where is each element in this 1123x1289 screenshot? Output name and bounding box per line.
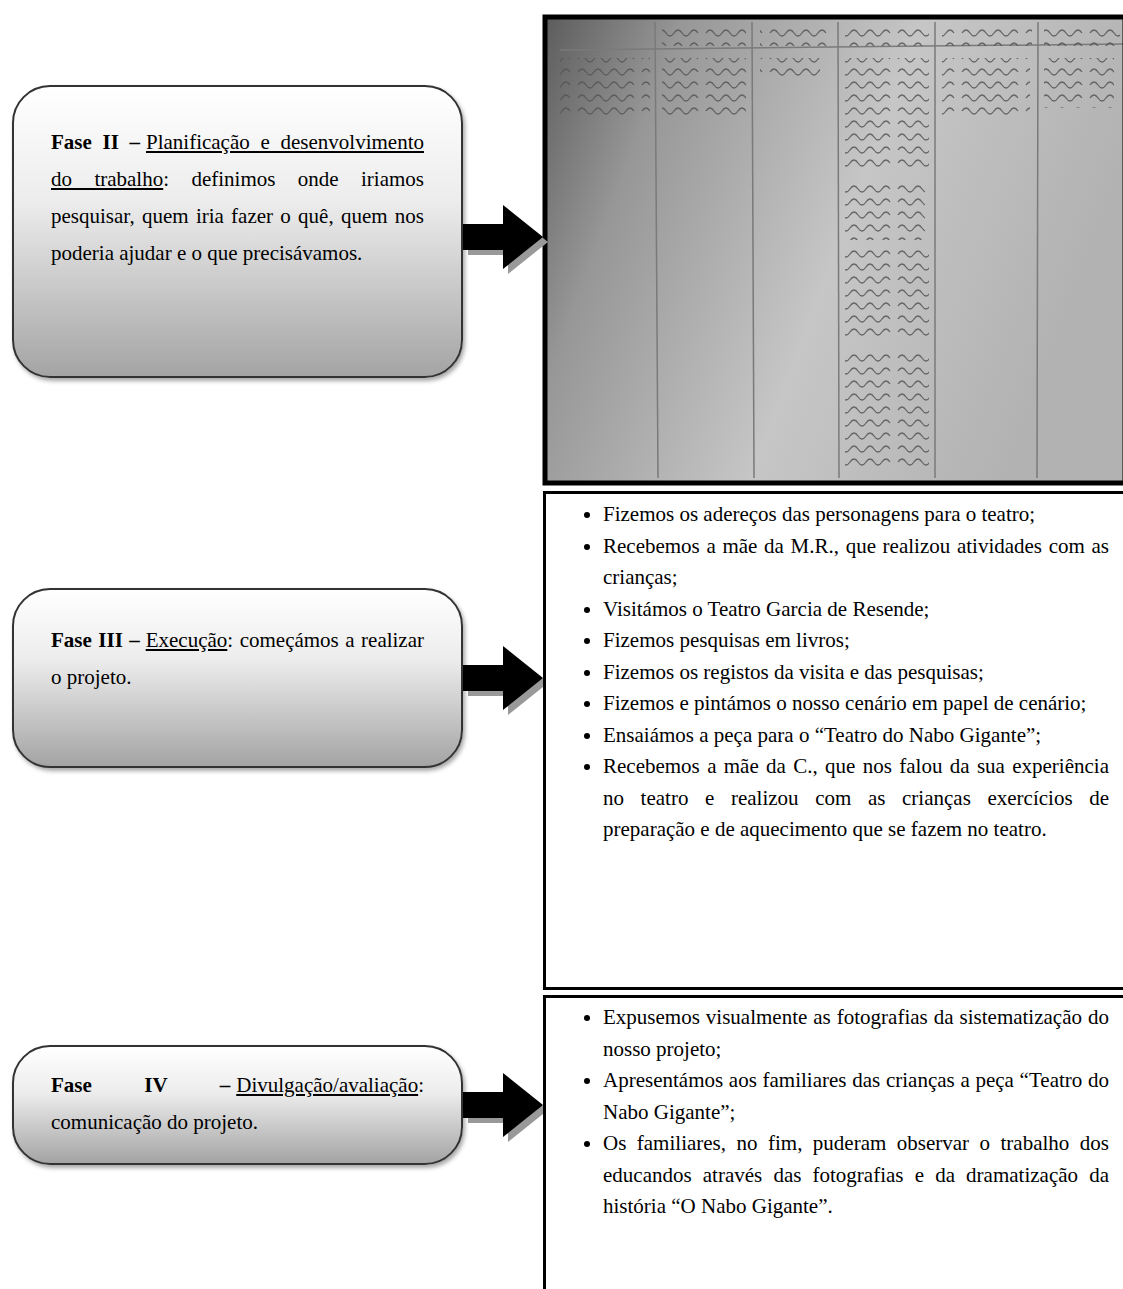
handwriting: [560, 58, 650, 118]
photo-frame: [545, 17, 1123, 483]
bullet-item: Fizemos pesquisas em livros;: [603, 625, 1109, 657]
handwriting: [662, 24, 746, 46]
photo-ground: [545, 17, 1123, 483]
phase-title: Execução: [146, 628, 228, 652]
connector-group: [463, 646, 548, 715]
poster-rule: [752, 22, 754, 478]
handwriting: [845, 24, 929, 46]
bullet-item: Visitámos o Teatro Garcia de Resende;: [603, 594, 1109, 626]
poster-rule: [934, 22, 936, 478]
bullet-item: Apresentámos aos familiares das crianças…: [603, 1065, 1109, 1128]
block-arrow: [463, 646, 543, 710]
phase-heading: Fase II –: [51, 130, 140, 154]
phase-title: Divulgação/avaliação: [236, 1073, 418, 1097]
handwriting: [942, 24, 1032, 46]
poster-grid: [560, 22, 1123, 478]
phase-heading: Fase IV –: [51, 1073, 230, 1097]
bullet-list: Expusemos visualmente as fotografias da …: [558, 1002, 1109, 1223]
handwriting: [845, 58, 929, 170]
activity-list-box: Expusemos visualmente as fotografias da …: [543, 995, 1123, 1289]
bullet-item: Ensaiámos a peça para o “Teatro do Nabo …: [603, 720, 1109, 752]
block-arrow: [463, 205, 543, 269]
connector-group: [463, 1073, 548, 1142]
phase-box: Fase II –Planificação e desenvolvimento …: [12, 85, 463, 378]
handwriting: [760, 24, 832, 46]
bullet-item: Os familiares, no fim, puderam observar …: [603, 1128, 1109, 1223]
poster-handwriting: [560, 24, 1120, 470]
handwriting: [662, 58, 746, 120]
phase-box: Fase III –Execução: começámos a realizar…: [12, 588, 463, 768]
handwriting: [942, 58, 1030, 118]
bullet-item: Fizemos e pintámos o nosso cenário em pa…: [603, 688, 1109, 720]
phase-heading: Fase III –: [51, 628, 140, 652]
poster-rule: [655, 22, 658, 478]
bullet-item: Recebemos a mãe da M.R., que realizou at…: [603, 531, 1109, 594]
phase-text: Fase IV –Divulgação/avaliação: comunicaç…: [51, 1067, 424, 1141]
block-arrow: [463, 1073, 543, 1137]
handwriting: [845, 250, 929, 340]
bullet-item: Fizemos os registos da visita e das pesq…: [603, 657, 1109, 689]
bullet-list: Fizemos os adereços das personagens para…: [558, 499, 1109, 846]
phase-box: Fase IV –Divulgação/avaliação: comunicaç…: [12, 1045, 463, 1165]
phase-text: Fase III –Execução: começámos a realizar…: [51, 622, 424, 696]
handwriting: [1044, 58, 1114, 108]
handwriting: [845, 350, 929, 470]
bullet-item: Expusemos visualmente as fotografias da …: [603, 1002, 1109, 1065]
phase-text: Fase II –Planificação e desenvolvimento …: [51, 124, 424, 272]
poster-rule: [1037, 22, 1038, 478]
bullet-item: Recebemos a mãe da C., que nos falou da …: [603, 751, 1109, 846]
handwriting: [760, 58, 820, 78]
poster-rule: [838, 22, 839, 478]
bullet-item: Fizemos os adereços das personagens para…: [603, 499, 1109, 531]
handwriting: [845, 180, 925, 240]
handwriting: [1044, 24, 1120, 46]
activity-list-box: Fizemos os adereços das personagens para…: [543, 491, 1123, 990]
